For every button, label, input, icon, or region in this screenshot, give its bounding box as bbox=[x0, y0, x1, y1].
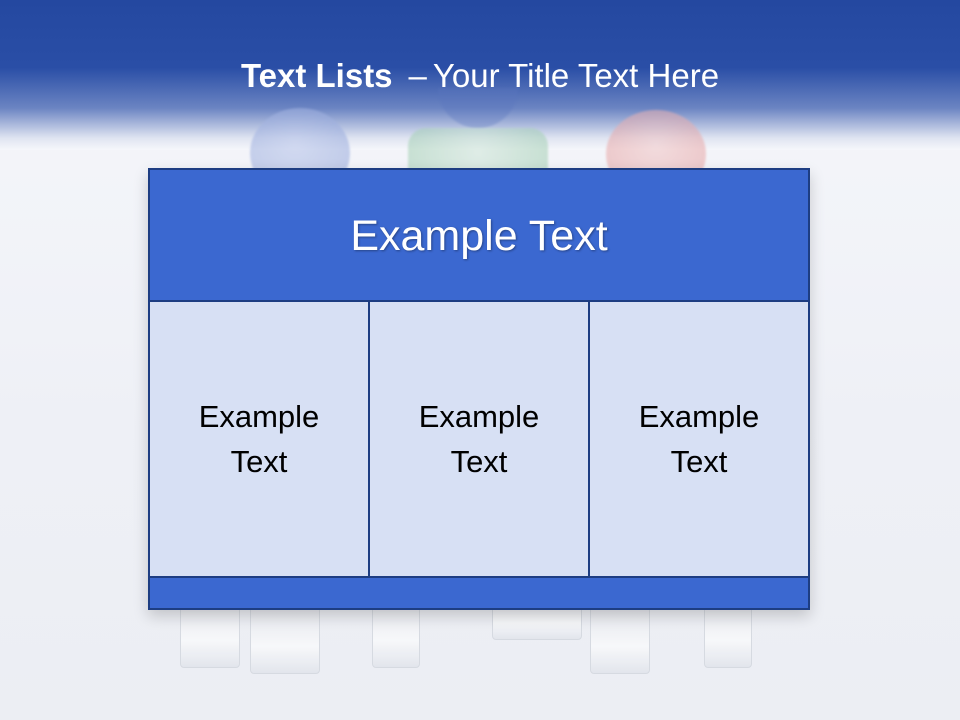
slide-title: Text Lists–Your Title Text Here bbox=[0, 52, 960, 100]
text-list-board: Example Text Example Text Example Text E… bbox=[148, 168, 810, 610]
slide-title-strong: Text Lists bbox=[240, 57, 393, 94]
board-footer-bar bbox=[150, 580, 808, 608]
gear-tooth-decoration bbox=[372, 600, 420, 668]
slide-title-dash: – bbox=[408, 57, 427, 94]
board-column-3[interactable]: Example Text bbox=[588, 302, 808, 576]
gear-tooth-decoration bbox=[704, 600, 752, 668]
board-columns: Example Text Example Text Example Text bbox=[150, 302, 808, 578]
gear-tooth-decoration bbox=[250, 606, 320, 674]
header-band bbox=[0, 0, 960, 150]
board-header-text[interactable]: Example Text bbox=[150, 170, 808, 302]
board-column-2[interactable]: Example Text bbox=[368, 302, 588, 576]
board-column-1[interactable]: Example Text bbox=[150, 302, 368, 576]
gear-tooth-decoration bbox=[590, 606, 650, 674]
gear-tooth-decoration bbox=[180, 600, 240, 668]
slide-title-rest: Your Title Text Here bbox=[432, 57, 720, 94]
